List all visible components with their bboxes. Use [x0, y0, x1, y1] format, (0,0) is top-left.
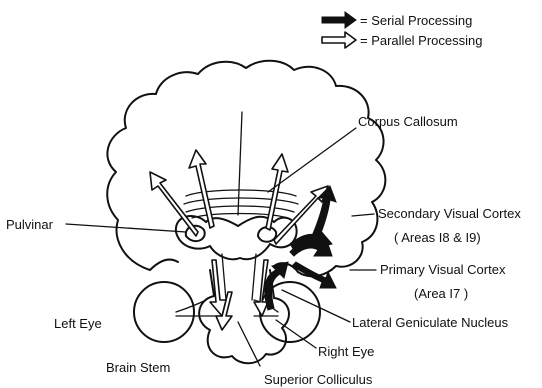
stem-tract-right — [252, 254, 256, 300]
longitudinal-fissure — [238, 112, 242, 215]
pulvinar-label: Pulvinar — [6, 217, 54, 232]
left-eye-label: Left Eye — [54, 316, 102, 331]
secondary-areas-label: ( Areas I8 & I9) — [394, 230, 481, 245]
corpus-callosum — [184, 190, 298, 218]
legend-serial-label: = Serial Processing — [360, 13, 472, 28]
primary-visual-cortex-label: Primary Visual Cortex — [380, 262, 506, 277]
serial-legend-arrow-icon — [322, 12, 356, 28]
left-lower-lobe — [150, 260, 178, 270]
legend-parallel-label: = Parallel Processing — [360, 33, 482, 48]
corpus-callosum-label: Corpus Callosum — [358, 114, 458, 129]
right-eye-label: Right Eye — [318, 344, 374, 359]
brain-outline — [107, 61, 385, 277]
secondary-visual-cortex-label: Secondary Visual Cortex — [378, 206, 521, 221]
brain-stem-label: Brain Stem — [106, 360, 170, 375]
superior-colliculus-label: Superior Colliculus — [264, 372, 373, 387]
stem-tract-left — [222, 254, 226, 300]
legend: = Serial Processing = Parallel Processin… — [322, 12, 482, 48]
left-eye — [134, 282, 206, 342]
parallel-legend-arrow-icon — [322, 32, 356, 48]
lgn-label: Lateral Geniculate Nucleus — [352, 315, 509, 330]
primary-area-label: (Area I7 ) — [414, 286, 468, 301]
